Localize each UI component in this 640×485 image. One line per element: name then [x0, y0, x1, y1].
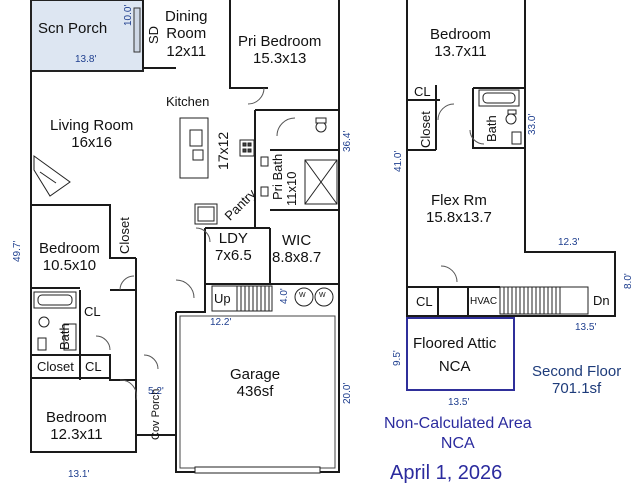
bottom-width-dim: 13.1' — [68, 469, 90, 480]
floored-attic-nca: NCA — [438, 358, 471, 376]
attic-width-dim: 13.5' — [448, 397, 470, 408]
sf-step-dim: 12.3' — [558, 237, 580, 248]
dryer-label: W — [319, 292, 326, 299]
pri-bedroom-size: 15.3x13 — [252, 50, 307, 68]
sf-closet-label: Closet — [418, 111, 433, 148]
closet-mid-label: Closet — [117, 217, 132, 254]
dining-room-label: Dining Room 12x11 — [165, 8, 208, 60]
screened-porch-area — [30, 0, 144, 72]
porch-height-dim: 10.0' — [123, 4, 134, 26]
kitchen-label: Kitchen — [166, 94, 210, 109]
second-floor-label: Second Floor 701.1sf — [532, 363, 621, 398]
living-room-label: Living Room 16x16 — [50, 117, 133, 152]
bedroom-low-label: Bedroom 12.3x11 — [46, 409, 107, 444]
floored-attic-label: Floored Attic NCA — [413, 335, 496, 376]
bath-fixtures — [33, 117, 338, 351]
stairs-height-dim: 4.0' — [279, 288, 290, 304]
pri-bedroom-label: Pri Bedroom 15.3x13 — [238, 33, 321, 68]
garage-height-dim: 20.0' — [342, 382, 353, 404]
second-floor-fixtures — [478, 89, 522, 145]
flex-room-name: Flex Rm — [431, 192, 487, 209]
second-floor-door-swings — [437, 103, 485, 283]
fireplace — [33, 155, 71, 197]
floored-attic-name: Floored Attic — [413, 335, 497, 352]
cov-porch-width-dim: 5.2' — [148, 386, 164, 397]
sf-bedroom-size: 13.7x11 — [434, 43, 487, 61]
pri-bath-size-label: 11x10 — [284, 171, 299, 206]
sf-right-dim: 33.0' — [527, 113, 538, 135]
date-label: April 1, 2026 — [390, 462, 503, 484]
door-swings — [95, 87, 296, 401]
bath-mid-label: Bath — [57, 323, 72, 350]
kitchen-size-label: 17x12 — [215, 131, 231, 170]
washer-label: W — [299, 292, 306, 299]
bedroom-mid-name: Bedroom — [39, 240, 100, 257]
dn-label: Dn — [593, 293, 610, 308]
cl-low-label: CL — [85, 359, 102, 374]
scn-porch-label: Scn Porch — [38, 20, 108, 37]
garage-name: Garage — [230, 366, 281, 383]
sd-label: SD — [146, 25, 161, 44]
second-floor-walls — [406, 0, 616, 317]
garage-size: 436sf — [236, 383, 274, 401]
dining-line-3: 12x11 — [166, 42, 207, 60]
hvac-label: HVAC — [470, 296, 498, 307]
ldy-name: LDY — [218, 230, 248, 247]
living-room-name: Living Room — [50, 117, 134, 134]
garage-label: Garage 436sf — [230, 366, 280, 401]
dining-line-2: Room — [166, 25, 207, 43]
sf-cl-bottom-label: CL — [416, 294, 433, 309]
porch-width-dim: 13.8' — [75, 54, 97, 65]
right-upper-dim: 36.4' — [342, 130, 353, 152]
dining-line-1: Dining — [165, 8, 208, 25]
living-room-size: 16x16 — [71, 134, 113, 152]
nca-title: Non-Calculated Area — [384, 415, 532, 432]
garage-door — [194, 466, 321, 474]
laundry-machines — [294, 287, 334, 307]
kitchen-fixtures — [179, 117, 255, 225]
closet-low-label: Closet — [37, 359, 74, 374]
ldy-label: LDY 7x6.5 — [215, 230, 252, 265]
up-label: Up — [214, 291, 231, 306]
flex-room-size: 15.8x13.7 — [426, 209, 492, 227]
bedroom-low-size: 12.3x11 — [50, 426, 103, 444]
pri-bedroom-name: Pri Bedroom — [238, 33, 322, 50]
ldy-size: 7x6.5 — [215, 247, 252, 265]
sf-right-small-dim: 8.0' — [623, 273, 634, 289]
sf-bedroom-name: Bedroom — [430, 26, 491, 43]
sf-cl-top-label: CL — [414, 84, 431, 99]
sf-bottom-dim: 13.5' — [575, 322, 597, 333]
pri-bath-name-label: Pri Bath — [270, 153, 285, 200]
nca-legend: Non-Calculated Area NCA — [384, 415, 532, 454]
second-floor-area: 701.1sf — [552, 380, 602, 398]
sliding-door — [133, 7, 141, 53]
sf-bath-label: Bath — [484, 115, 499, 142]
bedroom-mid-size: 10.5x10 — [42, 257, 97, 275]
floored-attic-box — [406, 317, 515, 391]
sf-left-dim: 41.0' — [393, 150, 404, 172]
flex-room-label: Flex Rm 15.8x13.7 — [426, 192, 492, 227]
nca-abbr: NCA — [440, 435, 475, 453]
bedroom-low-name: Bedroom — [46, 409, 107, 426]
wic-label: WIC 8.8x8.7 — [272, 232, 321, 267]
sf-bedroom-label: Bedroom 13.7x11 — [430, 26, 491, 61]
cl-mid-label: CL — [84, 304, 101, 319]
left-total-dim: 49.7' — [12, 240, 23, 262]
stairs-width-dim: 12.2' — [210, 317, 232, 328]
bedroom-mid-label: Bedroom 10.5x10 — [39, 240, 100, 275]
second-floor-title: Second Floor — [532, 363, 622, 380]
stairs-down — [499, 286, 589, 315]
stairs-up — [211, 285, 273, 312]
attic-height-dim: 9.5' — [392, 350, 403, 366]
wic-size: 8.8x8.7 — [272, 249, 322, 267]
wic-name: WIC — [282, 232, 312, 249]
